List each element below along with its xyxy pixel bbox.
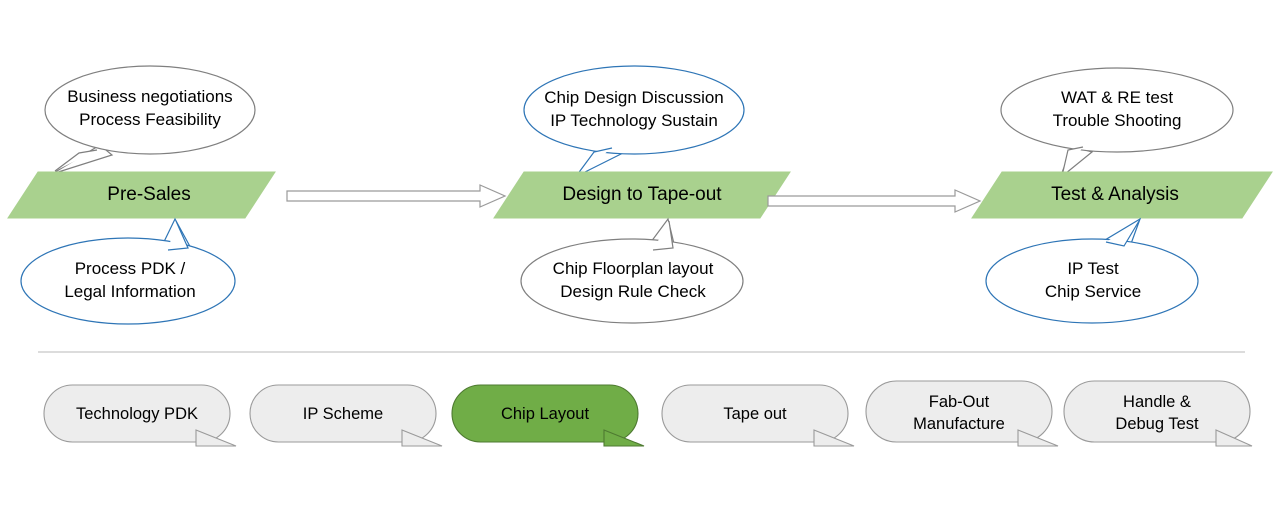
flow-arrow-2 — [767, 189, 982, 213]
tag-shape-5[interactable] — [865, 380, 1059, 447]
tag-shape-1[interactable] — [43, 384, 237, 447]
tag-shape-6[interactable] — [1063, 380, 1253, 447]
bottom-callout-1-shape — [20, 217, 236, 325]
stage-shape-test-analysis[interactable] — [971, 171, 1273, 219]
top-callout-3-shape — [1000, 67, 1234, 180]
stage-shape-pre-sales[interactable] — [7, 171, 276, 219]
top-callout-1-shape — [44, 65, 256, 175]
bottom-callout-3-shape — [985, 217, 1199, 324]
stage-shape-design-to-tape-out[interactable] — [493, 171, 791, 219]
flow-arrow-1 — [286, 184, 507, 208]
tag-shape-4[interactable] — [661, 384, 855, 447]
tag-shape-3[interactable] — [451, 384, 645, 447]
bottom-callout-2-shape — [520, 217, 744, 324]
top-callout-2-shape — [523, 65, 745, 178]
tag-shape-2[interactable] — [249, 384, 443, 447]
